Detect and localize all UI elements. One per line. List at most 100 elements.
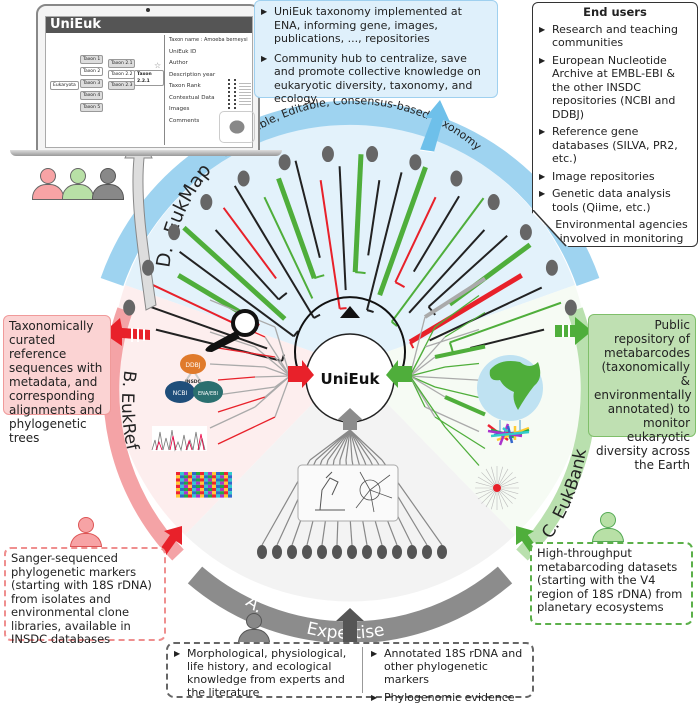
organism-icon (392, 545, 402, 559)
unieuk-app-window: UniEuk Eukaryota Taxon 1 Taxon 2 Taxon 3… (45, 16, 255, 148)
tree-branch (349, 429, 353, 461)
tree-node-arc (313, 274, 325, 280)
network-hub (493, 484, 501, 492)
alignment-cell (220, 475, 224, 479)
alignment-cell (200, 488, 204, 492)
tree-node[interactable]: Taxon 2.3 (108, 81, 136, 90)
insdc-logos: DDBJ INSDC NCBI ENA/EBI (165, 354, 223, 403)
alignment-cell (200, 484, 204, 488)
tree-branch (409, 375, 426, 378)
expertise-input-item: Annotated 18S rDNA and other phylogeneti… (371, 647, 526, 686)
tree-node[interactable]: Taxon 4 (80, 91, 104, 100)
app-title-bar: UniEuk (46, 17, 252, 33)
tree-branch (177, 273, 245, 317)
eukbank-sector (350, 285, 589, 535)
tree-branch (427, 234, 508, 308)
organism-icon (377, 545, 387, 559)
dna-icon (228, 79, 236, 109)
tree-branch (233, 185, 315, 319)
alignment-cell (192, 478, 196, 482)
tree-node[interactable]: Taxon 3 (80, 79, 104, 88)
alignment-cell (180, 491, 184, 495)
organism-icon (142, 259, 155, 276)
alignment-cell (180, 484, 184, 488)
alignment-cell (196, 494, 200, 498)
alignment-cell (204, 494, 208, 498)
tree-node[interactable]: Eukaryota (50, 81, 79, 90)
tree-branch (349, 429, 365, 461)
network-image (475, 466, 519, 510)
eukref-to-center-arrow (288, 360, 314, 388)
alignment-cell (188, 475, 192, 479)
alignment-cell (200, 481, 204, 485)
alignment-cell (176, 475, 180, 479)
tree-branch (424, 328, 480, 348)
eukref-sector (111, 285, 350, 535)
alignment-cell (180, 494, 184, 498)
alignment-cell (184, 478, 188, 482)
laptop-screen: UniEuk Eukaryota Taxon 1 Taxon 2 Taxon 3… (36, 4, 260, 154)
tree-branch (352, 154, 364, 273)
alignment-cell (208, 475, 212, 479)
tree-node[interactable]: Taxon 2.2 (108, 70, 136, 79)
alignment-cell (180, 481, 184, 485)
end-user-item: Research and teaching communities (539, 23, 691, 50)
user-icon-red (32, 168, 64, 200)
tree-node[interactable]: Taxon 2.1 (108, 59, 136, 68)
taxon-field: Taxon Rank (169, 83, 201, 89)
tree-branch (444, 362, 480, 368)
alignment-cell (208, 491, 212, 495)
tree-branch (315, 429, 351, 461)
organism-icon (257, 545, 267, 559)
tree-branch (409, 336, 446, 377)
tree-node-selected[interactable]: Taxon 2.2.1 (134, 70, 164, 86)
tree-branch (217, 416, 276, 445)
alignment-cell (208, 488, 212, 492)
taxon-field: Contextual Data (169, 94, 215, 101)
taxon-field: Author (169, 60, 188, 66)
organism-icon (362, 545, 372, 559)
organism-icon (287, 545, 297, 559)
taxonomy-tree-view[interactable]: Eukaryota Taxon 1 Taxon 2 Taxon 3 Taxon … (46, 33, 164, 145)
microscope-icon (315, 471, 345, 511)
alignment-cell (212, 481, 216, 485)
end-user-item: Genetic data analysis tools (Qiime, etc.… (539, 187, 691, 214)
user-icon-gray (92, 168, 124, 200)
alignment-cell (180, 472, 184, 476)
tree-branch (209, 406, 256, 429)
highthroughput-input-box: High-throughput metabarcoding datasets (… (530, 542, 693, 625)
alignment-cell (216, 491, 220, 495)
alignment-cell (208, 494, 212, 498)
laptop-base (10, 150, 282, 156)
alignment-cell (196, 484, 200, 488)
tree-branch (444, 395, 486, 417)
tree-node[interactable]: Taxon 5 (80, 103, 104, 112)
tree-branch (254, 346, 291, 377)
organism-icon (332, 545, 342, 559)
end-user-item: Reference gene databases (SILVA, PR2, et… (539, 125, 691, 166)
tree-node[interactable]: Taxon 2 (80, 67, 104, 76)
alignment-cell (224, 488, 228, 492)
tree-node[interactable]: Taxon 1 (80, 55, 104, 64)
alignment-cell (188, 484, 192, 488)
eukref-output-box: Taxonomically curated reference sequence… (3, 315, 111, 445)
tree-branch (394, 196, 437, 283)
eukmap-output-item: UniEuk taxonomy implemented at ENA, info… (261, 5, 491, 46)
tree-branch (366, 172, 403, 311)
alignment-cell (212, 488, 216, 492)
tree-branch (349, 429, 377, 461)
tree-node-arc (278, 292, 288, 301)
organism-icon (487, 194, 500, 211)
tree-node-arc (355, 271, 366, 275)
tree-branch (179, 251, 295, 338)
tree-branch (390, 197, 485, 323)
alignment-cell (188, 491, 192, 495)
eukmap-tree (146, 154, 562, 363)
user-icon-expertise (238, 613, 270, 645)
alignment-cell (228, 472, 232, 476)
alignment-cell (192, 488, 196, 492)
expertise-input-item: Morphological, physiological, life histo… (174, 647, 356, 699)
end-users-title: End users (583, 5, 647, 19)
tree-branch (217, 376, 256, 381)
